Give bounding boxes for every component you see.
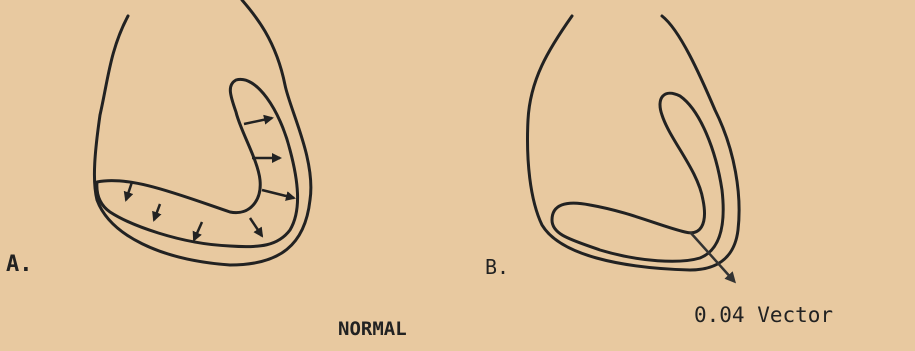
panel-b-ventricle-wall [552, 93, 723, 261]
panel-a-depolarization-arrows [126, 118, 294, 240]
panel-a-arrow [194, 222, 202, 240]
panel-a-arrow [262, 190, 294, 198]
panel-a-arrow [126, 182, 132, 200]
vector-label: 0.04 Vector [694, 303, 833, 327]
caption-normal: NORMAL [338, 318, 407, 340]
panel-a-arrow [244, 118, 272, 124]
panel-a-label: A. [6, 252, 33, 277]
panel-a-arrow [250, 218, 262, 236]
panel-a-ventricle-wall [97, 79, 298, 246]
panel-a-arrow [154, 204, 160, 220]
panel-a-heart [94, 0, 310, 265]
panel-a-outer-outline [94, 0, 310, 265]
panel-b-heart [528, 16, 740, 270]
panel-b-label: B. [485, 255, 509, 279]
